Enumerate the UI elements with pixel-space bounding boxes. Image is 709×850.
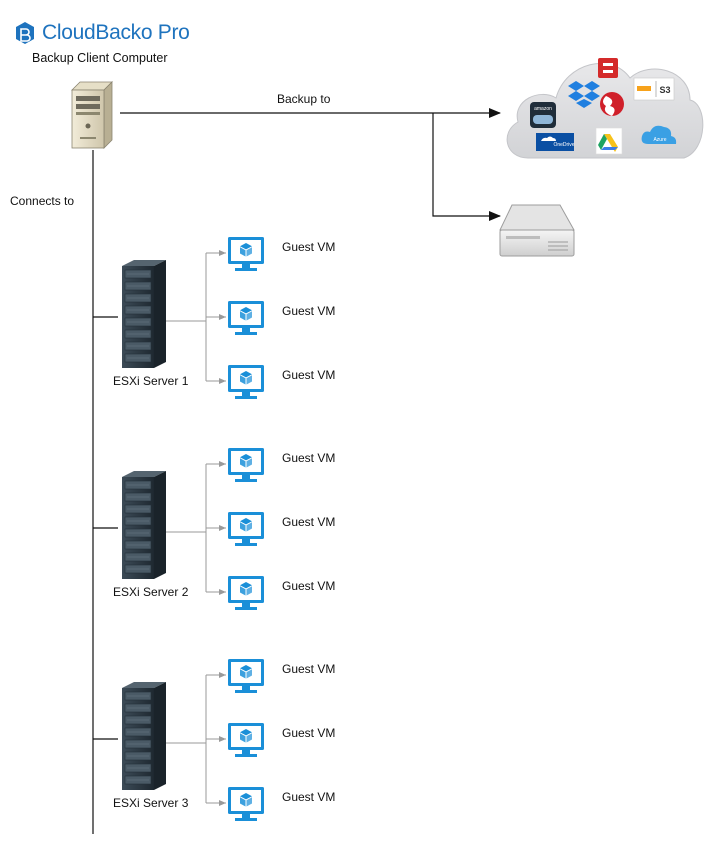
virtual-machine-icon	[228, 448, 264, 482]
google-drive-icon	[595, 127, 623, 155]
rack-server-icon	[122, 260, 166, 368]
esxi-server-group	[93, 448, 264, 610]
guest-vm-label: Guest VM	[282, 579, 336, 593]
virtual-machine-icon	[228, 237, 264, 271]
brand-logo: CloudBacko Pro	[14, 18, 190, 48]
esxi-server-label: ESXi Server 2	[113, 585, 189, 599]
guest-vm-label: Guest VM	[282, 368, 336, 382]
virtual-machine-icon	[228, 659, 264, 693]
guest-vm-label: Guest VM	[282, 790, 336, 804]
guest-vm-label: Guest VM	[282, 726, 336, 740]
servers-layer	[93, 237, 264, 821]
desktop-tower-icon	[71, 81, 113, 149]
amazon-s3-icon: S3	[633, 77, 675, 101]
guest-vm-label: Guest VM	[282, 451, 336, 465]
virtual-machine-icon	[228, 512, 264, 546]
esxi-server-label: ESXi Server 1	[113, 374, 189, 388]
openstack-icon	[598, 58, 618, 78]
esxi-server-group	[93, 237, 264, 399]
brand-name: CloudBacko Pro	[42, 21, 190, 44]
virtual-machine-icon	[228, 576, 264, 610]
cloudbacko-logo-icon	[16, 22, 34, 44]
rack-server-icon	[122, 682, 166, 790]
virtual-machine-icon	[228, 723, 264, 757]
dropbox-icon	[568, 81, 600, 108]
hard-drive-icon	[499, 204, 575, 257]
svg-text:amazon: amazon	[534, 106, 552, 112]
guest-vm-label: Guest VM	[282, 240, 336, 254]
svg-text:OneDrive: OneDrive	[553, 142, 574, 148]
client-label: Backup Client Computer	[32, 51, 168, 65]
guest-vm-label: Guest VM	[282, 515, 336, 529]
connects-to-label: Connects to	[10, 194, 75, 208]
guest-vm-label: Guest VM	[282, 662, 336, 676]
svg-text:S3: S3	[659, 85, 670, 95]
amazon-cloud-drive-icon: amazon	[530, 102, 556, 128]
rack-server-icon	[122, 471, 166, 579]
azure-icon: Azure	[641, 125, 677, 144]
esxi-server-group	[93, 659, 264, 821]
cloud-storage-icon: amazon S3	[506, 58, 704, 159]
esxi-server-label: ESXi Server 3	[113, 796, 189, 810]
guest-vm-label: Guest VM	[282, 304, 336, 318]
backup-to-label: Backup to	[277, 92, 331, 106]
virtual-machine-icon	[228, 301, 264, 335]
backblaze-icon	[600, 92, 624, 116]
onedrive-icon: OneDrive	[536, 133, 575, 151]
virtual-machine-icon	[228, 365, 264, 399]
svg-text:Azure: Azure	[653, 137, 666, 143]
backup-to-drive-line	[432, 113, 501, 221]
virtual-machine-icon	[228, 787, 264, 821]
